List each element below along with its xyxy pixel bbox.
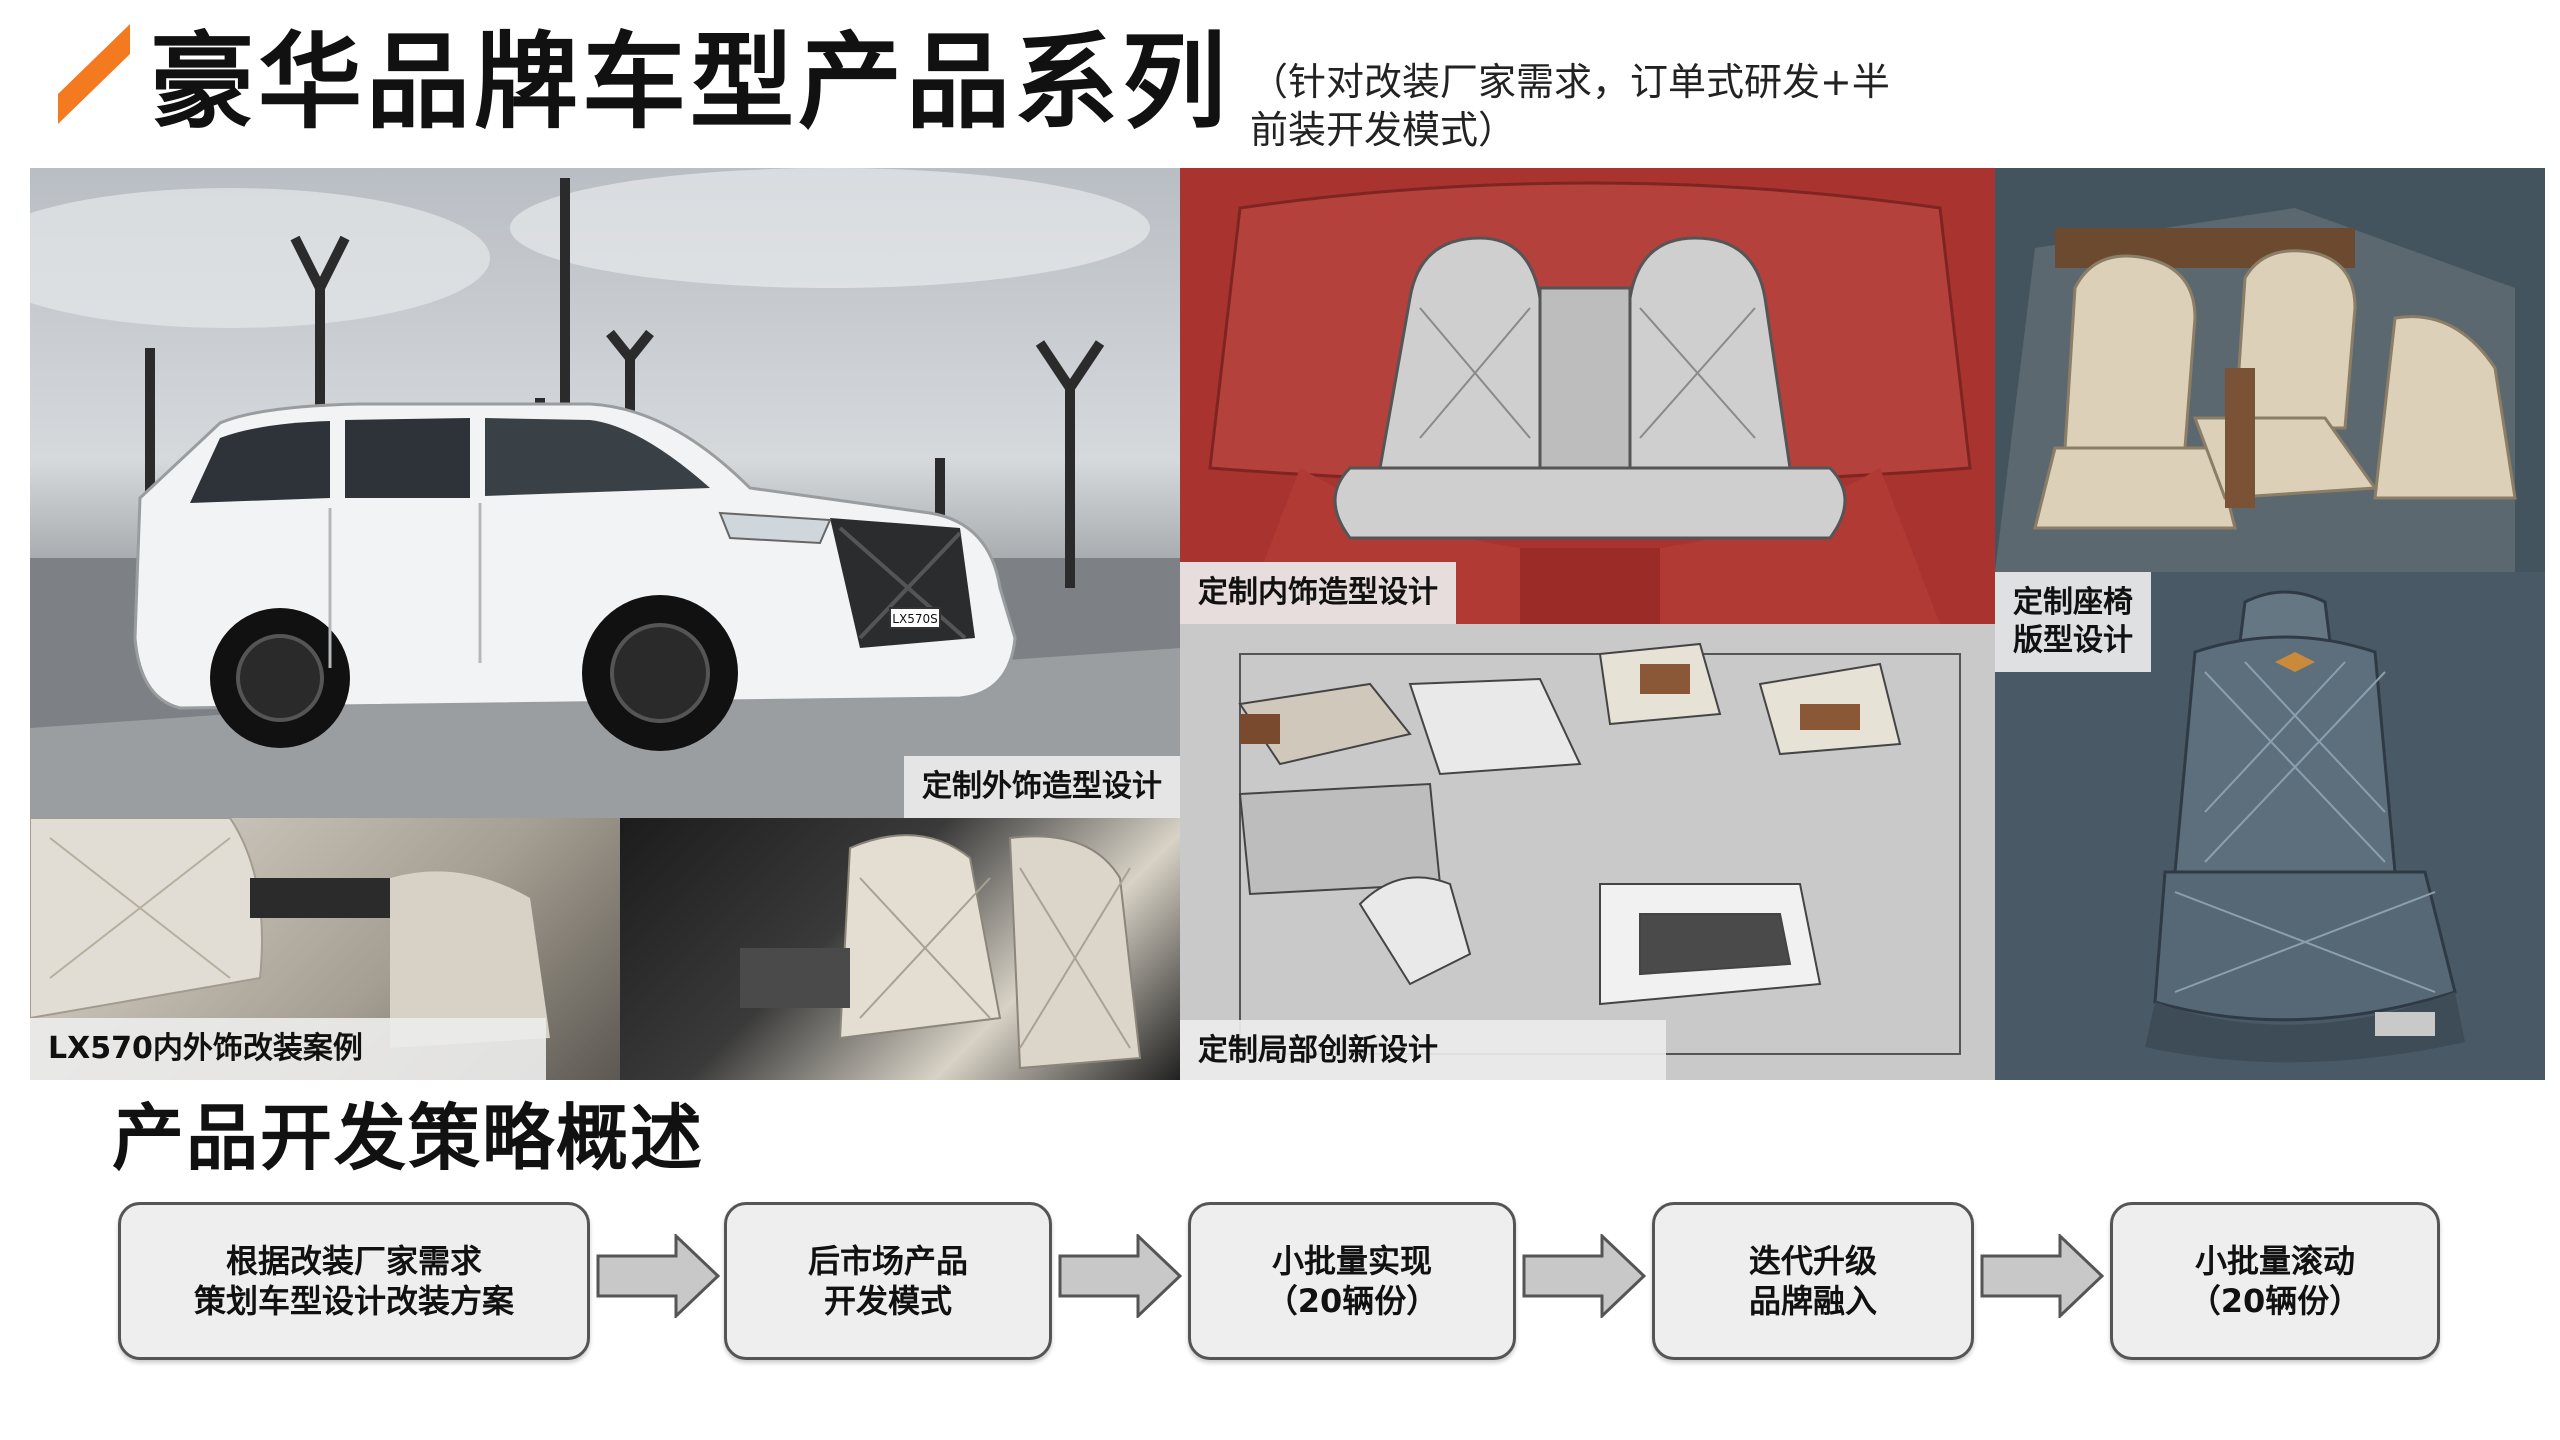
step-2-line-2: 开发模式 [823, 1282, 952, 1320]
step-3-line-2: （20辆份） [1265, 1282, 1439, 1320]
subtitle-line-1: （针对改装厂家需求，订单式研发+半 [1250, 60, 1890, 104]
step-1-line-1: 根据改装厂家需求 [225, 1242, 482, 1280]
seat-illustration [2145, 590, 2465, 1063]
local-innovation-sketch: 定制局部创新设计 [1180, 624, 1995, 1080]
step-3-line-1: 小批量实现 [1271, 1242, 1432, 1280]
page-subtitle: （针对改装厂家需求，订单式研发+半 前装开发模式） [1250, 58, 1910, 154]
lx570-case-caption: LX570内外饰改装案例 [30, 1018, 546, 1080]
exterior-design-caption: 定制外饰造型设计 [904, 756, 1180, 818]
local-innovation-caption: 定制局部创新设计 [1180, 1020, 1666, 1080]
interior-design-sketch: 定制内饰造型设计 [1180, 168, 1995, 624]
strategy-step-2: 后市场产品 开发模式 [724, 1202, 1052, 1360]
step-5-line-2: （20辆份） [2188, 1282, 2362, 1320]
strategy-step-3: 小批量实现 （20辆份） [1188, 1202, 1516, 1360]
step-1-line-2: 策划车型设计改装方案 [193, 1282, 514, 1320]
arrow-right-icon [596, 1234, 720, 1318]
console-sketches-illustration [1238, 642, 1961, 1055]
strategy-step-1: 根据改装厂家需求 策划车型设计改装方案 [118, 1202, 590, 1360]
lx570-interior-photo-2 [620, 818, 1180, 1080]
license-plate-text: LX570S [892, 612, 937, 626]
step-4-line-1: 迭代升级 [1748, 1242, 1877, 1280]
step-4-line-2: 品牌融入 [1748, 1282, 1877, 1320]
accent-slash-icon [58, 24, 130, 124]
rear-seats-illustration [1208, 181, 1972, 624]
strategy-step-4: 迭代升级 品牌融入 [1652, 1202, 1974, 1360]
step-5-line-1: 小批量滚动 [2194, 1242, 2355, 1280]
lx570-interior-photo-1: LX570内外饰改装案例 [30, 818, 620, 1080]
interior-seats-illustration-1 [30, 818, 550, 1048]
cabin-seats-illustration [1995, 208, 2517, 572]
suv-illustration: LX570S [30, 168, 1180, 818]
strategy-title: 产品开发策略概述 [112, 1096, 705, 1180]
suv-exterior-photo: LX570S 定制外饰造型设计 [30, 168, 1180, 818]
seat-caption-line-1: 定制座椅 [2013, 585, 2133, 620]
seat-layout-render [1995, 168, 2545, 572]
arrow-right-icon [1980, 1234, 2104, 1318]
single-seat-render: 定制座椅 版型设计 [1995, 572, 2545, 1080]
arrow-right-icon [1058, 1234, 1182, 1318]
strategy-step-5: 小批量滚动 （20辆份） [2110, 1202, 2440, 1360]
arrow-right-icon [1522, 1234, 1646, 1318]
subtitle-line-2: 前装开发模式） [1250, 108, 1517, 152]
step-2-line-1: 后市场产品 [807, 1242, 968, 1280]
page-title: 豪华品牌车型产品系列 [150, 21, 1231, 143]
interior-design-caption: 定制内饰造型设计 [1180, 562, 1456, 624]
seat-caption-line-2: 版型设计 [2013, 623, 2133, 658]
interior-seats-illustration-2 [740, 834, 1142, 1070]
seat-design-caption: 定制座椅 版型设计 [1995, 572, 2151, 672]
